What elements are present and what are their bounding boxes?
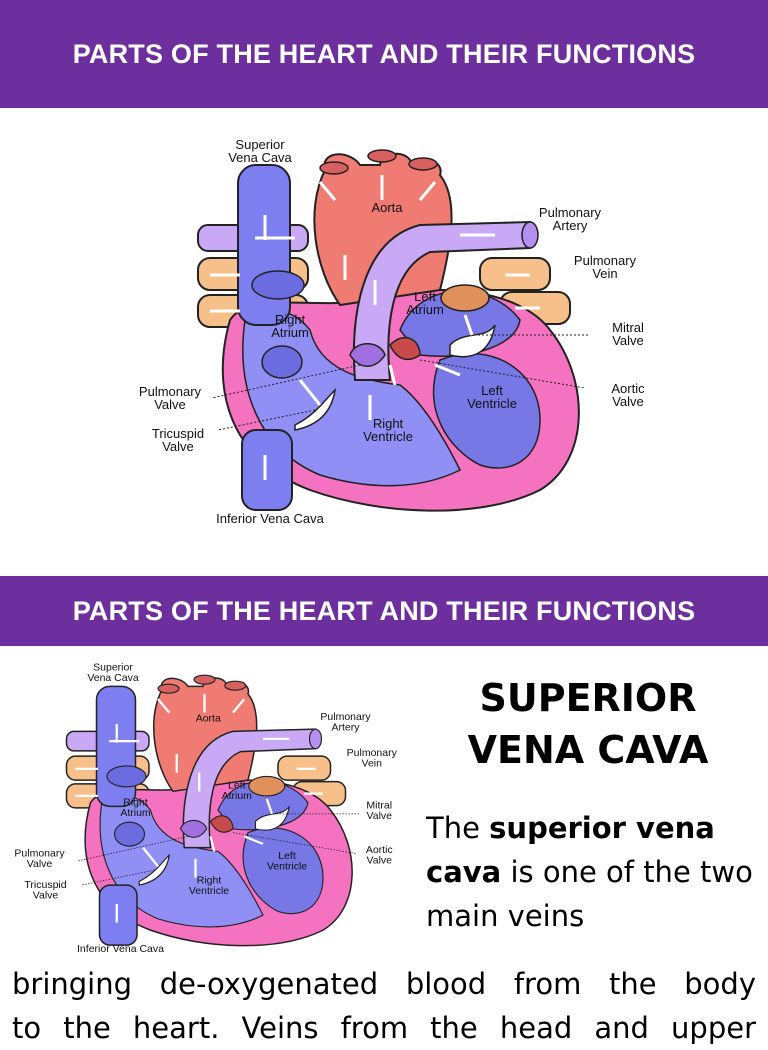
- small-label-aortic-valve-2: Valve: [367, 854, 393, 866]
- body-paragraph: The superior vena cava is one of the two…: [426, 806, 756, 938]
- small-label-left-atrium-1: Left: [228, 779, 246, 791]
- small-label-right-ventricle-1: Right: [197, 875, 222, 887]
- label-inferior-vena-cava: Inferior Vena Cava: [216, 511, 324, 526]
- label-mitral-valve-1: Mitral: [612, 320, 644, 335]
- small-label-mitral-valve-2: Valve: [367, 810, 393, 822]
- label-pulmonary-artery-1: Pulmonary: [539, 205, 602, 220]
- label-aortic-valve-2: Valve: [612, 394, 644, 409]
- body-text-bold: superior vena cava: [426, 811, 715, 889]
- heart-diagram-small: Superior Vena Cava Aorta Pulmonary Arter…: [14, 662, 398, 955]
- label-pulmonary-valve-1: Pulmonary: [139, 384, 202, 399]
- slide1-title: PARTS OF THE HEART AND THEIR FUNCTIONS: [72, 38, 696, 69]
- section-heading: SUPERIOR VENA CAVA: [428, 672, 748, 776]
- label-tricuspid-valve-2: Valve: [162, 439, 194, 454]
- label-left-ventricle-2: Ventricle: [467, 396, 517, 411]
- label-pulmonary-vein-1: Pulmonary: [574, 253, 637, 268]
- label-pulmonary-artery-2: Artery: [553, 218, 588, 233]
- small-label-left-ventricle-2: Ventricle: [267, 860, 307, 872]
- slide-gap: [0, 548, 768, 576]
- body-text-rest: is one of the two main veins: [426, 855, 753, 933]
- body-text-the: The: [426, 811, 490, 845]
- slide2-title: PARTS OF THE HEART AND THEIR FUNCTIONS: [72, 595, 696, 626]
- label-left-atrium-1: Left: [414, 289, 436, 304]
- small-label-superior-vena-cava-1: Superior: [93, 662, 133, 674]
- small-label-right-atrium-1: Right: [123, 797, 148, 809]
- small-label-tricuspid-valve-2: Valve: [33, 890, 59, 902]
- small-label-mitral-valve-1: Mitral: [366, 800, 392, 812]
- small-label-inferior-vena-cava: Inferior Vena Cava: [77, 943, 164, 955]
- label-superior-vena-cava-2: Vena Cava: [228, 150, 292, 165]
- label-right-atrium-1: Right: [275, 312, 306, 327]
- small-label-pulmonary-valve-2: Valve: [27, 858, 53, 870]
- section-heading-line1: SUPERIOR: [479, 676, 697, 720]
- label-pulmonary-valve-2: Valve: [154, 397, 186, 412]
- small-label-superior-vena-cava-2: Vena Cava: [87, 672, 139, 684]
- heart-diagram-large: Superior Vena Cava Aorta Pulmonary Arter…: [139, 137, 645, 526]
- small-label-left-ventricle-1: Left: [278, 850, 296, 862]
- label-pulmonary-vein-2: Vein: [592, 266, 617, 281]
- small-label-left-atrium-2: Atrium: [222, 790, 253, 802]
- body-line-3: to the heart. Veins from the head and up…: [12, 1011, 756, 1045]
- label-aorta: Aorta: [371, 200, 403, 215]
- small-label-aortic-valve-1: Aortic: [366, 844, 393, 856]
- small-label-right-atrium-2: Atrium: [120, 807, 151, 819]
- small-label-right-ventricle-2: Ventricle: [189, 885, 229, 897]
- label-superior-vena-cava-1: Superior: [235, 137, 285, 152]
- label-right-ventricle-2: Ventricle: [363, 429, 413, 444]
- section-heading-line2: VENA CAVA: [467, 728, 709, 772]
- small-label-pulmonary-artery-2: Artery: [331, 722, 360, 734]
- small-label-aorta: Aorta: [196, 713, 221, 725]
- label-tricuspid-valve-1: Tricuspid: [152, 426, 204, 441]
- label-right-ventricle-1: Right: [373, 416, 404, 431]
- label-left-ventricle-1: Left: [481, 383, 503, 398]
- label-left-atrium-2: Atrium: [406, 302, 444, 317]
- slide2-title-banner: PARTS OF THE HEART AND THEIR FUNCTIONS: [0, 576, 768, 646]
- small-label-pulmonary-valve-1: Pulmonary: [14, 848, 65, 860]
- body-line-2: bringing de-oxygenated blood from the bo…: [12, 967, 756, 1001]
- small-label-pulmonary-vein-1: Pulmonary: [347, 747, 398, 759]
- label-aortic-valve-1: Aortic: [611, 381, 645, 396]
- label-right-atrium-2: Atrium: [271, 325, 309, 340]
- slide1-title-banner: PARTS OF THE HEART AND THEIR FUNCTIONS: [0, 0, 768, 108]
- label-mitral-valve-2: Valve: [612, 333, 644, 348]
- small-label-pulmonary-artery-1: Pulmonary: [320, 711, 371, 723]
- small-label-tricuspid-valve-1: Tricuspid: [24, 879, 66, 891]
- small-label-pulmonary-vein-2: Vein: [362, 758, 383, 770]
